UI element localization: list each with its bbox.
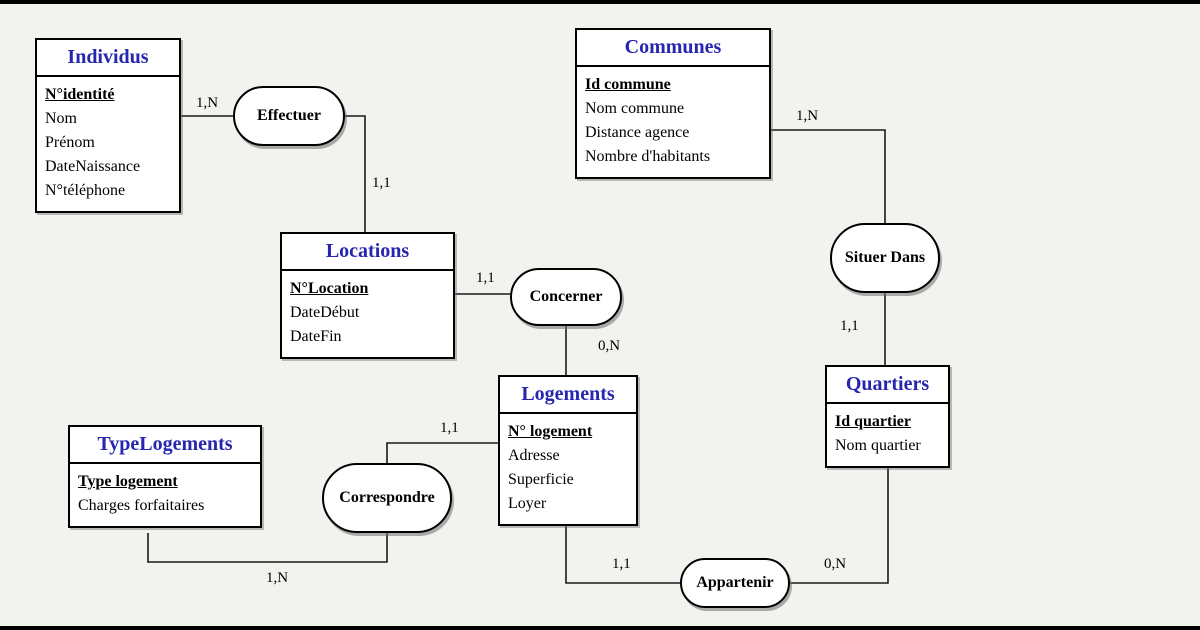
cardinality-label: 1,1	[612, 556, 631, 572]
attribute-key: N° logement	[508, 423, 593, 440]
cardinality-label: 0,N	[824, 556, 847, 572]
relation-label: Effectuer	[257, 107, 321, 124]
connector-correspondre-logements	[386, 442, 498, 463]
attribute: DateNaissance	[45, 158, 141, 175]
attribute: Superficie	[508, 471, 574, 488]
connector-appartenir-quartiers	[790, 465, 889, 584]
relation-label: Correspondre	[339, 489, 435, 506]
entity-attributes: N°identité Nom Prénom DateNaissance N°té…	[37, 77, 179, 211]
cardinality-label: 1,N	[796, 108, 819, 124]
attribute-key: N°identité	[45, 86, 115, 103]
relation-effectuer: Effectuer	[233, 86, 345, 146]
relation-label: Situer Dans	[844, 249, 926, 266]
top-border-bar	[0, 0, 1200, 4]
entity-attributes: Id quartier Nom quartier	[827, 404, 948, 466]
attribute: DateDébut	[290, 304, 360, 321]
attribute: Prénom	[45, 134, 95, 151]
relation-situer-dans: Situer Dans	[830, 223, 940, 293]
attribute-key: Type logement	[78, 473, 178, 490]
relation-appartenir: Appartenir	[680, 558, 790, 608]
relation-label: Appartenir	[696, 574, 774, 591]
connector-effectuer-locations	[345, 115, 366, 232]
attribute: DateFin	[290, 328, 342, 345]
cardinality-label: 1,N	[266, 570, 289, 586]
entity-title: Quartiers	[827, 367, 948, 404]
attribute-key: Id commune	[585, 76, 671, 93]
entity-attributes: Type logement Charges forfaitaires	[70, 464, 260, 526]
relation-concerner: Concerner	[510, 268, 622, 326]
relation-correspondre: Correspondre	[322, 463, 452, 533]
entity-typelogements: TypeLogements Type logement Charges forf…	[68, 425, 262, 528]
cardinality-label: 1,1	[840, 318, 859, 334]
entity-quartiers: Quartiers Id quartier Nom quartier	[825, 365, 950, 468]
cardinality-label: 0,N	[598, 338, 621, 354]
attribute: Loyer	[508, 495, 547, 512]
attribute: Charges forfaitaires	[78, 497, 205, 514]
connector-logements-appartenir	[565, 523, 680, 584]
entity-title: Logements	[500, 377, 636, 414]
cardinality-label: 1,1	[372, 175, 391, 191]
entity-communes: Communes Id commune Nom commune Distance…	[575, 28, 771, 179]
entity-logements: Logements N° logement Adresse Superficie…	[498, 375, 638, 526]
attribute: Nom	[45, 110, 77, 127]
entity-individus: Individus N°identité Nom Prénom DateNais…	[35, 38, 181, 213]
attribute: Nombre d'habitants	[585, 148, 711, 165]
cardinality-label: 1,1	[440, 420, 459, 436]
attribute: Nom commune	[585, 100, 685, 117]
entity-attributes: N°Location DateDébut DateFin	[282, 271, 453, 357]
attribute: Adresse	[508, 447, 560, 464]
entity-locations: Locations N°Location DateDébut DateFin	[280, 232, 455, 359]
connector-typelogements-correspondre	[147, 533, 388, 563]
attribute: N°téléphone	[45, 182, 126, 199]
attribute: Nom quartier	[835, 437, 921, 454]
entity-attributes: N° logement Adresse Superficie Loyer	[500, 414, 636, 524]
bottom-border-bar	[0, 626, 1200, 630]
relation-label: Concerner	[529, 288, 603, 305]
cardinality-label: 1,N	[196, 95, 219, 111]
attribute-key: Id quartier	[835, 413, 911, 430]
attribute: Distance agence	[585, 124, 690, 141]
entity-title: Locations	[282, 234, 453, 271]
connector-communes-situerdans	[771, 129, 886, 223]
attribute-key: N°Location	[290, 280, 369, 297]
cardinality-label: 1,1	[476, 270, 495, 286]
entity-title: Communes	[577, 30, 769, 67]
entity-title: TypeLogements	[70, 427, 260, 464]
entity-title: Individus	[37, 40, 179, 77]
entity-attributes: Id commune Nom commune Distance agence N…	[577, 67, 769, 177]
